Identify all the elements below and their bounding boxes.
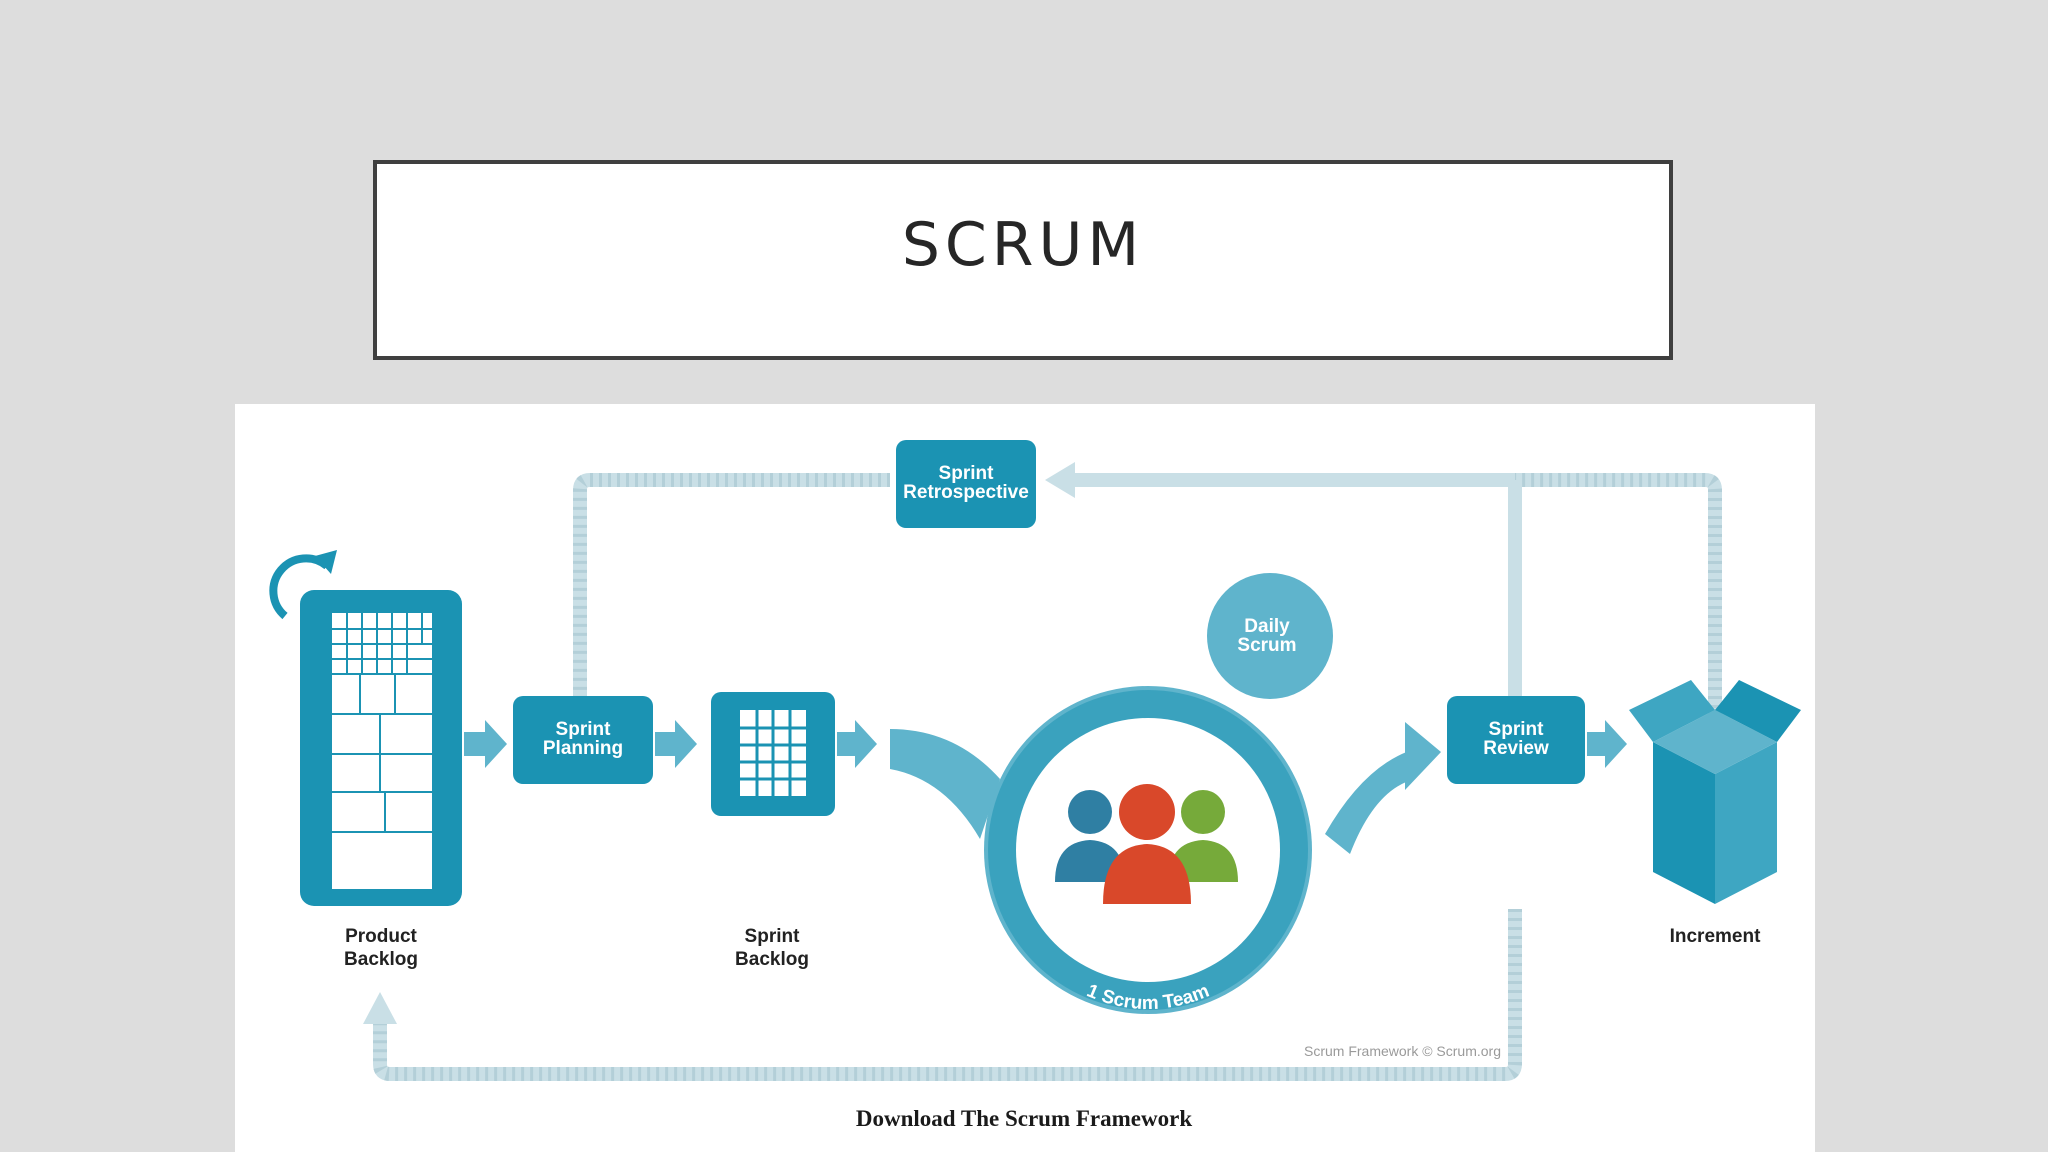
daily-scrum-label-1: Daily bbox=[1244, 616, 1290, 637]
slide-title: SCRUM bbox=[901, 210, 1145, 280]
daily-scrum-label-2: Scrum bbox=[1237, 635, 1296, 656]
scrum-diagram: Product Backlog Sprint Planning Sprint B bbox=[269, 440, 1801, 1131]
sprint-backlog-label-2: Backlog bbox=[735, 949, 809, 970]
flow-arrow-1 bbox=[464, 720, 507, 768]
scrum-framework-figure: Product Backlog Sprint Planning Sprint B bbox=[235, 404, 1815, 1152]
flow-arrow-3 bbox=[837, 720, 877, 768]
sprint-entry-sweep bbox=[890, 729, 1000, 839]
flow-arrow-2 bbox=[655, 720, 697, 768]
sprint-retrospective-box bbox=[896, 440, 1036, 528]
review-to-retro-arrow bbox=[1045, 462, 1722, 750]
sprint-backlog-icon bbox=[711, 692, 835, 816]
sprint-review-box bbox=[1447, 696, 1585, 784]
product-backlog-label-2: Backlog bbox=[344, 949, 418, 970]
increment-label: Increment bbox=[1670, 926, 1761, 947]
sprint-retrospective-label-1: Sprint bbox=[939, 463, 995, 484]
product-backlog-icon bbox=[269, 550, 462, 906]
product-backlog-label-1: Product bbox=[345, 926, 417, 947]
sprint-review-label-2: Review bbox=[1483, 738, 1549, 759]
sprint-backlog-label-1: Sprint bbox=[745, 926, 801, 947]
scrum-org-credit: Scrum Framework © Scrum.org bbox=[1304, 1043, 1501, 1059]
sprint-exit-arrow bbox=[1325, 722, 1441, 854]
daily-scrum-bubble bbox=[1207, 573, 1333, 699]
sprint-retrospective-label-2: Retrospective bbox=[903, 482, 1029, 503]
flow-arrow-4 bbox=[1587, 720, 1627, 768]
sprint-planning-label-2: Planning bbox=[543, 738, 623, 759]
review-to-backlog-arrow bbox=[363, 909, 1522, 1081]
increment-box-icon bbox=[1629, 680, 1801, 904]
scrum-team-icon bbox=[1055, 784, 1238, 904]
sprint-planning-box bbox=[513, 696, 653, 784]
sprint-review-label-1: Sprint bbox=[1489, 719, 1545, 740]
sprint-planning-label-1: Sprint bbox=[556, 719, 612, 740]
download-framework-caption: Download The Scrum Framework bbox=[856, 1106, 1192, 1131]
title-box: SCRUM bbox=[373, 160, 1673, 360]
